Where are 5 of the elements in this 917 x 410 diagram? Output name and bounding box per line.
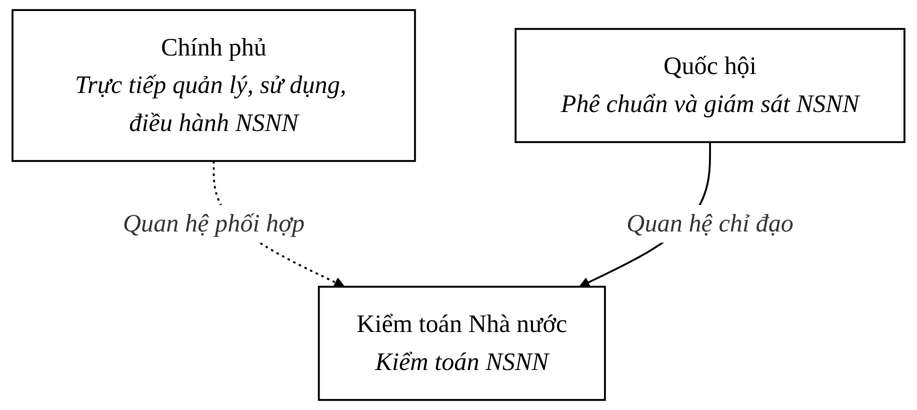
edge-label: Quan hệ phối hợp [122,210,305,238]
node-box: Chính phủ Trực tiếp quản lý, sử dụng, điều hành NSNN [12,9,416,162]
node-box: Quốc hội Phê chuẩn và giám sát NSNN [514,28,906,144]
edge-label: Quan hệ chỉ đạo [626,210,794,238]
node-box: Kiểm toán Nhà nước Kiểm toán NSNN [318,286,606,401]
